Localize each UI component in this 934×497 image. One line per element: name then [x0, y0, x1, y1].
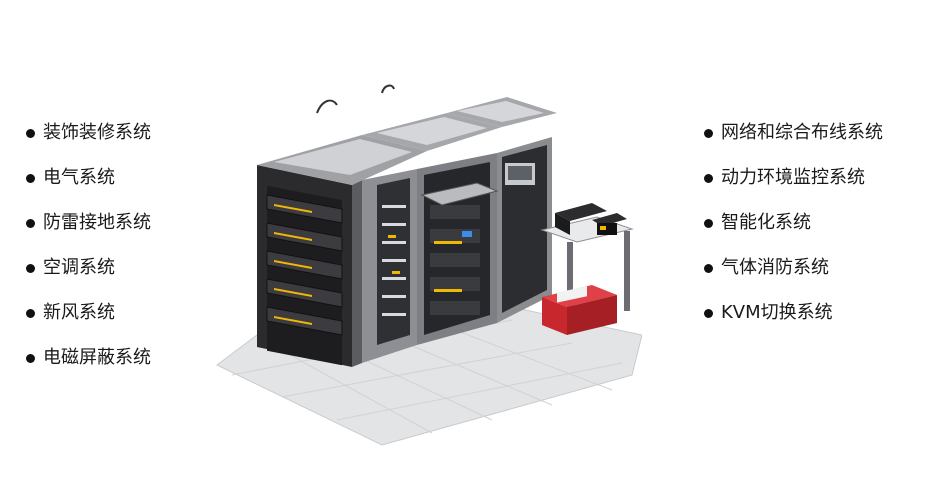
list-item: 装饰装修系统 [26, 121, 151, 166]
list-item-label: 空调系统 [43, 257, 115, 278]
list-item-label: 动力环境监控系统 [721, 167, 865, 188]
bullet-dot-icon [26, 354, 35, 363]
list-item-label: KVM切换系统 [721, 302, 833, 323]
bullet-dot-icon [704, 309, 713, 318]
list-item-label: 电气系统 [43, 167, 115, 188]
list-item: 气体消防系统 [704, 256, 883, 301]
list-item-label: 防雷接地系统 [43, 212, 151, 233]
list-item: 空调系统 [26, 256, 151, 301]
server-room-racks-illustration-icon [216, 84, 642, 446]
bullet-dot-icon [26, 174, 35, 183]
list-item-label: 新风系统 [43, 302, 115, 323]
list-item: 智能化系统 [704, 211, 883, 256]
left-system-list: 装饰装修系统 电气系统 防雷接地系统 空调系统 新风系统 电磁屏蔽系统 [26, 121, 151, 391]
list-item-label: 网络和综合布线系统 [721, 122, 883, 143]
list-item: 防雷接地系统 [26, 211, 151, 256]
list-item: 电磁屏蔽系统 [26, 346, 151, 391]
list-item-label: 装饰装修系统 [43, 122, 151, 143]
list-item-label: 电磁屏蔽系统 [43, 347, 151, 368]
list-item: 新风系统 [26, 301, 151, 346]
bullet-dot-icon [26, 219, 35, 228]
bullet-dot-icon [26, 129, 35, 138]
bullet-dot-icon [704, 129, 713, 138]
bullet-dot-icon [26, 309, 35, 318]
bullet-dot-icon [704, 219, 713, 228]
right-system-list: 网络和综合布线系统 动力环境监控系统 智能化系统 气体消防系统 KVM切换系统 [704, 121, 883, 346]
list-item: 电气系统 [26, 166, 151, 211]
list-item-label: 气体消防系统 [721, 257, 829, 278]
bullet-dot-icon [704, 264, 713, 273]
bullet-dot-icon [704, 174, 713, 183]
list-item-label: 智能化系统 [721, 212, 811, 233]
list-item: 网络和综合布线系统 [704, 121, 883, 166]
list-item: KVM切换系统 [704, 301, 883, 346]
bullet-dot-icon [26, 264, 35, 273]
list-item: 动力环境监控系统 [704, 166, 883, 211]
